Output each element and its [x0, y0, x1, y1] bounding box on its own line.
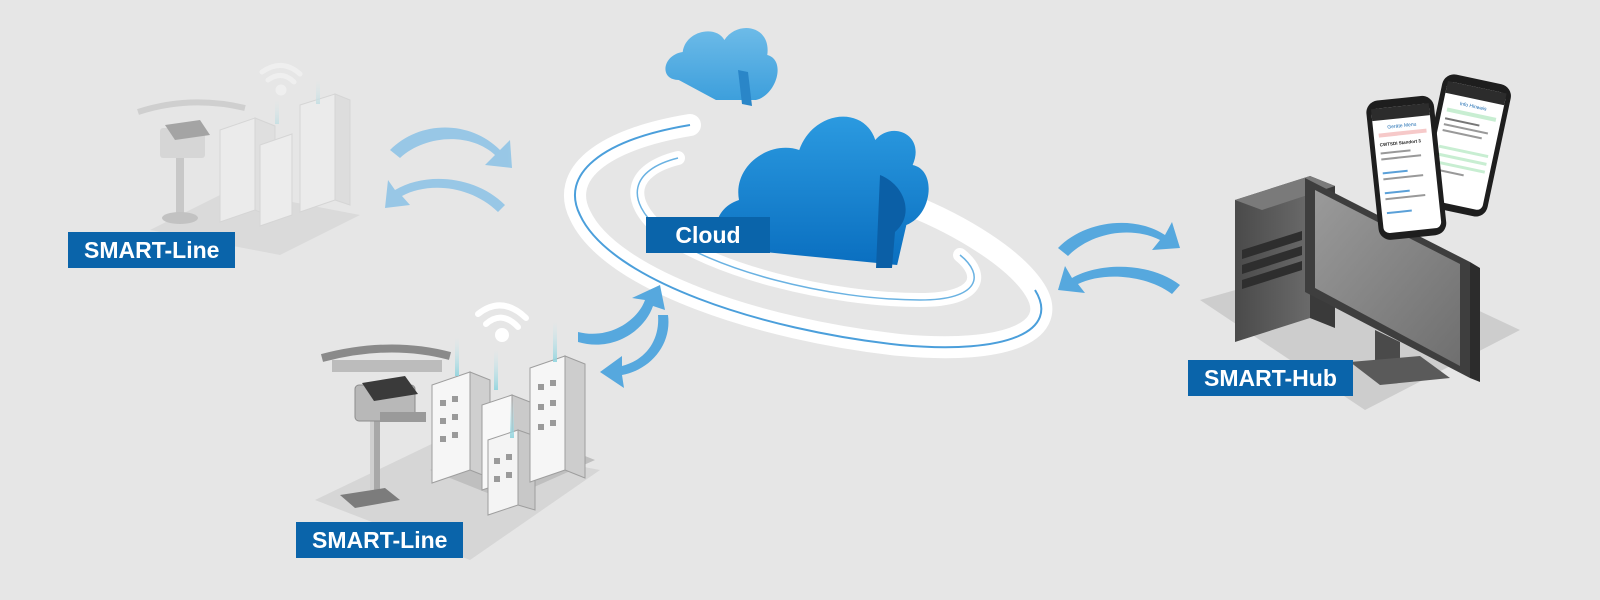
city-buildings-icon-bottom — [431, 322, 586, 516]
smart-hub-label: SMART-Hub — [1188, 360, 1353, 396]
phone-front-header: Geräte Menu — [1387, 122, 1417, 131]
smartphone-icon-front: Geräte Menu CWTSDI Standort 3 — [1366, 95, 1447, 240]
smartphone-icon-back: Info Hinweis — [1418, 74, 1511, 217]
smart-line-scene-bottom — [315, 302, 600, 560]
sync-arrows-icon-bottom — [578, 285, 669, 388]
cloud-orbit-rings — [564, 114, 1053, 359]
cloud-label: Cloud — [646, 217, 770, 253]
sensor-mast-icon-bottom — [320, 344, 452, 508]
sync-arrows-icon-right — [1058, 222, 1180, 294]
city-buildings-icon-top — [219, 80, 351, 227]
wifi-icon-top — [259, 63, 303, 96]
phone-front-device: CWTSDI Standort 3 — [1380, 138, 1422, 147]
phone-back-header: Info Hinweis — [1459, 101, 1487, 113]
wifi-icon-bottom — [475, 302, 529, 342]
desktop-computer-icon — [1200, 176, 1520, 410]
sync-arrows-icon-left — [385, 127, 512, 212]
smart-line-scene-top — [137, 63, 360, 255]
sensor-mast-icon-top — [137, 99, 246, 224]
smart-line-top-label: SMART-Line — [68, 232, 236, 268]
smart-line-bottom-label: SMART-Line — [296, 522, 464, 558]
